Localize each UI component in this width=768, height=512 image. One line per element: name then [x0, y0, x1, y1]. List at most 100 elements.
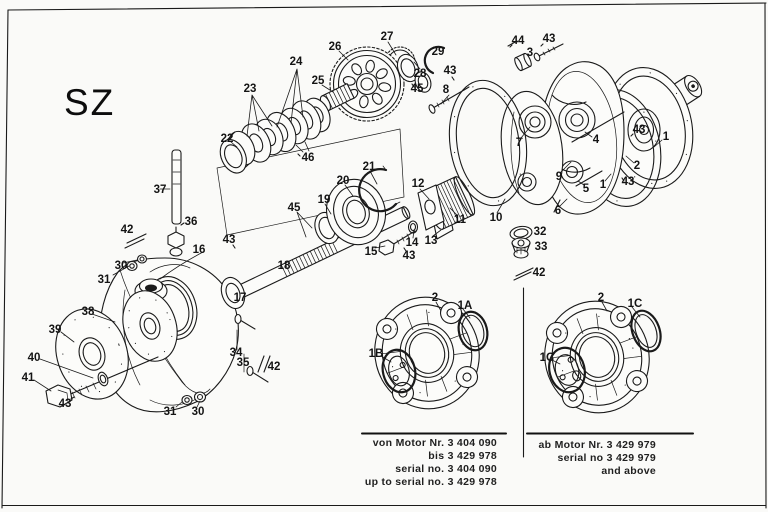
part-callout: 19	[317, 194, 331, 206]
leader-lines	[33, 41, 663, 408]
part-callout: 45	[287, 202, 301, 214]
part-callout: 43	[58, 398, 72, 410]
part-callout: 34	[229, 347, 243, 359]
part-callout: 1	[662, 131, 670, 143]
part-callout: 35	[236, 357, 250, 369]
part-callout: 25	[311, 75, 325, 87]
arrow-ticks	[70, 43, 634, 400]
plate-12	[417, 184, 445, 231]
part-callout: 22	[220, 133, 234, 145]
part-callout: 2	[597, 292, 605, 304]
part-callout: 41	[21, 372, 35, 384]
part-callout: 1A	[457, 300, 473, 312]
part-callout: 24	[289, 56, 303, 68]
part-callout: 44	[511, 35, 525, 47]
part-callout: 28	[413, 68, 427, 80]
part-callout: 9	[555, 171, 563, 183]
ring-gear-26	[329, 46, 405, 122]
bolt-41	[45, 356, 159, 408]
drive-flange-39	[55, 308, 129, 400]
part-callout: 18	[277, 260, 291, 272]
part-callout: 43	[402, 250, 416, 262]
serial-note-line: bis 3 429 978	[428, 450, 497, 462]
part-callout: 23	[243, 83, 257, 95]
part-callout: 11	[453, 214, 467, 226]
part-callout: 8	[442, 84, 450, 96]
part-callout: 39	[48, 324, 62, 336]
reference-box	[216, 128, 405, 236]
part-callout: 17	[233, 292, 247, 304]
oring-1C-left	[548, 346, 586, 394]
drive-flange-38	[122, 290, 178, 362]
part-callout: 33	[534, 241, 548, 253]
page-title: SZ	[64, 82, 116, 123]
pin-37	[171, 149, 182, 225]
nut-washer-lower	[181, 391, 207, 406]
serial-note-line: von Motor Nr. 3 404 090	[372, 437, 497, 449]
part-callout: 40	[27, 352, 41, 364]
bolt-15	[378, 230, 416, 256]
part-callout: 15	[364, 246, 378, 258]
bolt-43-top	[533, 43, 564, 62]
washer-28	[414, 71, 432, 93]
part-callout: 20	[336, 175, 350, 187]
serial-note-right: ab Motor Nr. 3 429 979 serial no 3 429 9…	[539, 439, 656, 478]
part-callout: 30	[191, 406, 205, 418]
part-callout: 42	[120, 224, 134, 236]
part-callout: 16	[192, 244, 206, 256]
serial-note-line: serial no 3 429 979	[557, 452, 656, 464]
part-callout: 21	[362, 161, 376, 173]
bolt-34	[234, 313, 256, 330]
part-callout: 43	[542, 33, 556, 45]
part-callout: 14	[405, 237, 419, 249]
part-callout: 1	[599, 179, 607, 191]
stud-8	[428, 86, 470, 114]
part-callout: 4	[592, 134, 600, 146]
part-callout: 31	[97, 274, 111, 286]
gasket-10	[448, 79, 528, 207]
part-callout: 12	[411, 178, 425, 190]
inset-plate-early	[374, 296, 480, 410]
bolt-35	[246, 365, 269, 383]
serial-note-line: up to serial no. 3 429 978	[364, 476, 497, 488]
serial-note-line: and above	[601, 465, 656, 477]
part-callout: 1C	[539, 352, 555, 364]
part-callout: 26	[328, 41, 342, 53]
washer-40	[97, 371, 109, 387]
part-callout: 5	[582, 183, 590, 195]
part-callout: 3	[526, 47, 534, 59]
snap-ring-29	[423, 45, 446, 75]
washer-14	[407, 220, 419, 234]
stud-44	[507, 40, 518, 47]
breather-bolt-36	[167, 226, 185, 257]
part-callout: 1B	[368, 348, 384, 360]
part-callout: 37	[153, 184, 167, 196]
spacer-stack	[219, 97, 331, 174]
part-callout: 13	[424, 235, 438, 247]
clip-42-left	[124, 233, 147, 249]
part-callout: 36	[184, 216, 198, 228]
part-callout: 32	[533, 226, 547, 238]
part-callout: 42	[267, 361, 281, 373]
part-callout: 42	[532, 267, 546, 279]
serial-note-line: serial no. 3 404 090	[395, 463, 497, 475]
part-callout: 38	[81, 306, 95, 318]
oring-1A	[457, 310, 489, 352]
part-callout: 6	[554, 205, 562, 217]
part-callout: 46	[301, 152, 315, 164]
part-callout: 29	[431, 46, 445, 58]
clip-42-right	[513, 267, 534, 281]
part-callout: 31	[163, 406, 177, 418]
part-callout: 1C	[627, 298, 643, 310]
splined-sleeve-25	[319, 83, 355, 112]
part-callout: 30	[114, 260, 128, 272]
output-flange-17	[220, 276, 246, 310]
part-callout: 43	[632, 124, 646, 136]
serial-note-line: ab Motor Nr. 3 429 979	[538, 439, 656, 451]
nut-3	[514, 52, 532, 72]
part-callout: 43	[222, 234, 236, 246]
part-callout: 2	[431, 292, 439, 304]
serial-note-left: von Motor Nr. 3 404 090 bis 3 429 978 se…	[365, 437, 497, 489]
